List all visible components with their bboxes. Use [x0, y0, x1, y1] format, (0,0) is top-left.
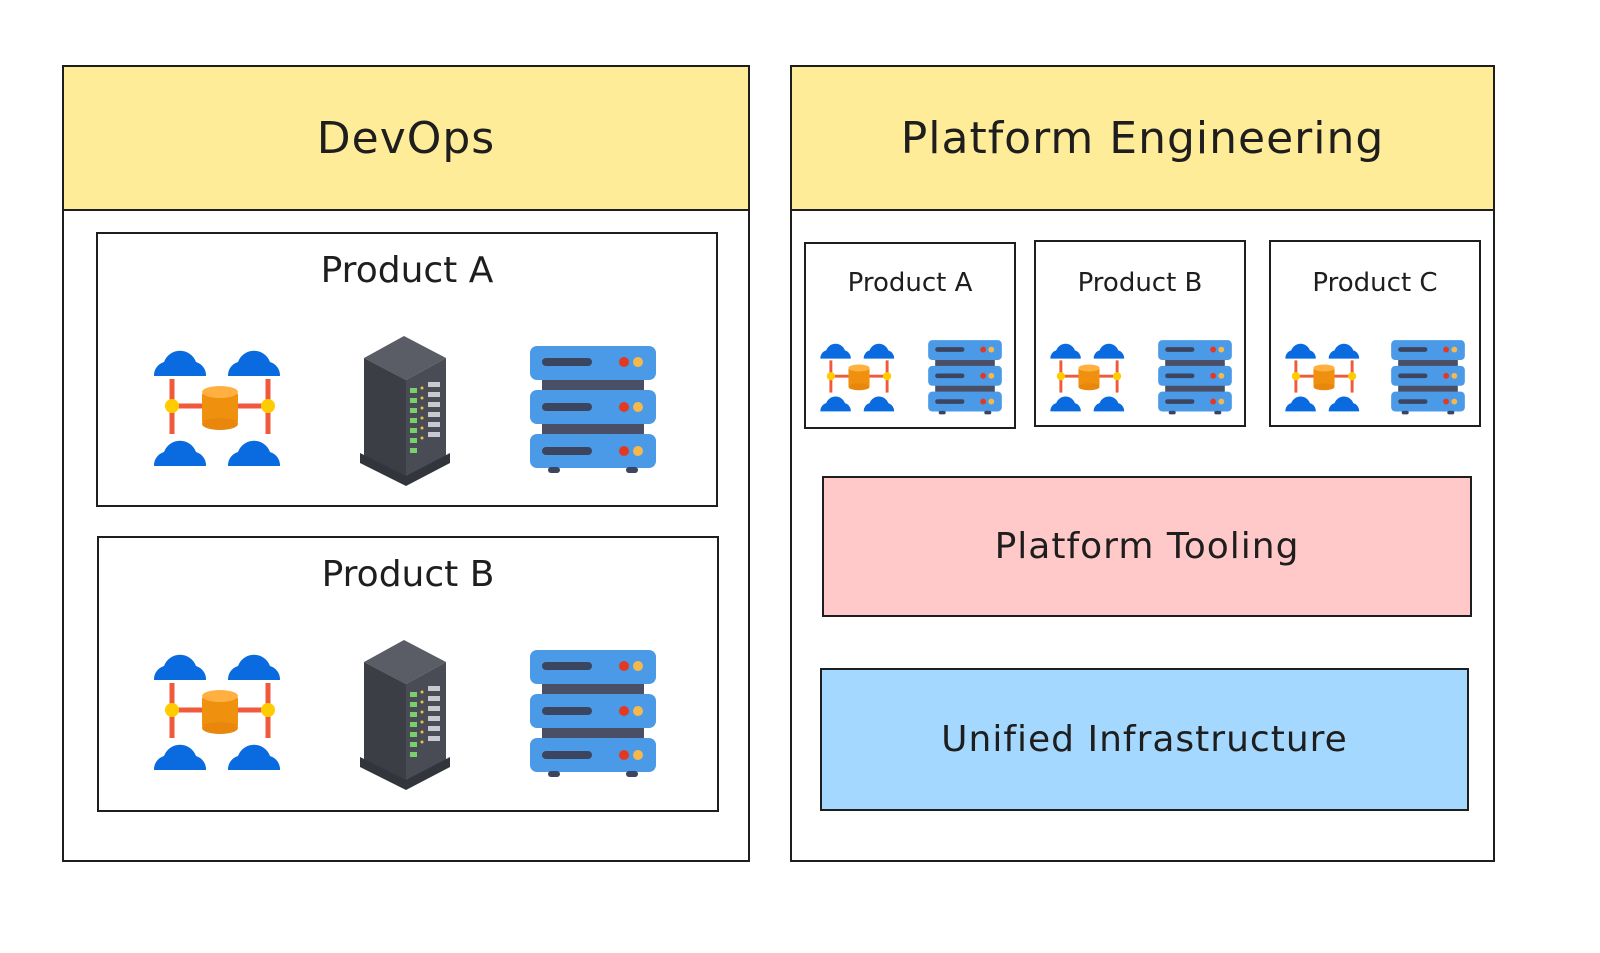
- product-label: Product B: [1077, 268, 1203, 298]
- devops-header: DevOps: [64, 67, 748, 211]
- unified-infrastructure-layer: Unified Infrastructure: [820, 668, 1469, 811]
- product-label: Product A: [320, 250, 494, 291]
- cloud-network-icon: [150, 334, 290, 474]
- server-rack-icon: [356, 328, 456, 488]
- platform-header: Platform Engineering: [792, 67, 1493, 211]
- server-stack-icon: [927, 339, 1003, 415]
- devops-title: DevOps: [316, 112, 496, 164]
- platform-product-c: Product C: [1269, 240, 1481, 427]
- cloud-network-icon: [150, 638, 290, 778]
- product-label: Product C: [1312, 268, 1438, 298]
- server-rack-icon: [356, 632, 456, 792]
- platform-tooling-layer: Platform Tooling: [822, 476, 1472, 617]
- product-label: Product A: [847, 268, 973, 298]
- devops-product-b: Product B: [97, 536, 719, 812]
- platform-product-b: Product B: [1034, 240, 1246, 427]
- server-stack-icon: [528, 344, 658, 474]
- server-stack-icon: [528, 648, 658, 778]
- server-stack-icon: [1390, 339, 1466, 415]
- platform-product-a: Product A: [804, 242, 1016, 429]
- devops-panel: DevOps Product A: [62, 65, 750, 862]
- product-label: Product B: [321, 554, 495, 595]
- platform-panel: Platform Engineering Product A: [790, 65, 1495, 862]
- platform-title: Platform Engineering: [900, 112, 1385, 164]
- layer-label: Platform Tooling: [994, 526, 1300, 567]
- layer-label: Unified Infrastructure: [941, 719, 1348, 760]
- cloud-network-icon: [818, 334, 900, 416]
- server-stack-icon: [1157, 339, 1233, 415]
- cloud-network-icon: [1283, 334, 1365, 416]
- cloud-network-icon: [1048, 334, 1130, 416]
- devops-product-a: Product A: [96, 232, 718, 507]
